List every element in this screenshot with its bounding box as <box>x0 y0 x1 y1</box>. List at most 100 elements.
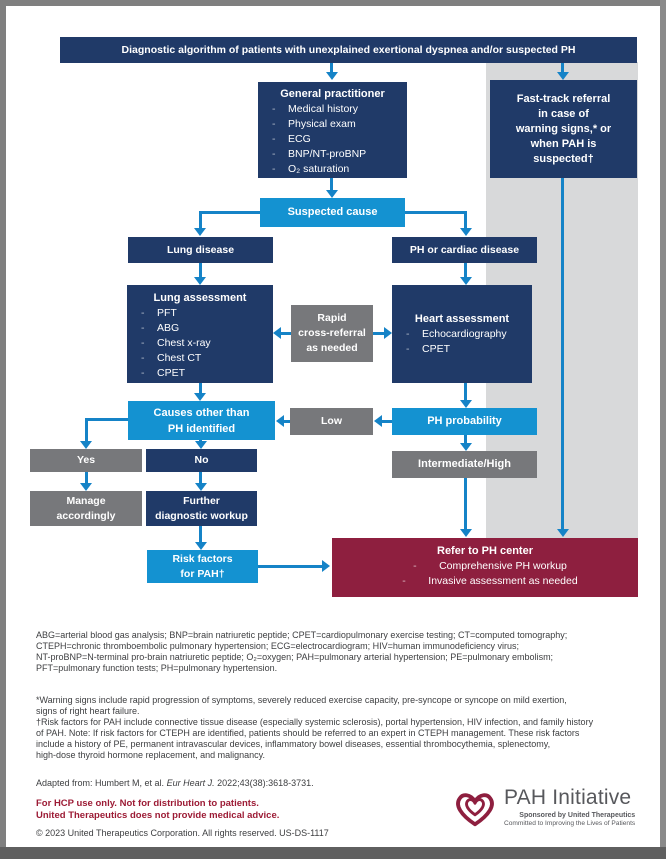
arrow-further-to-risk <box>199 526 202 543</box>
arrowhead-heart-to-probability <box>460 400 472 408</box>
further-diagnostic-workup-box: Further diagnostic workup <box>146 491 257 526</box>
arrowhead-probability-to-intermediate <box>460 443 472 451</box>
bullet-dash: - <box>272 163 276 175</box>
abbreviation-line: NT-proBNP=N-terminal pro-brain natriuret… <box>36 652 554 662</box>
arrowhead-yes-to-manage <box>80 483 92 491</box>
lung-assessment-item: ABG <box>157 322 180 334</box>
gp-item: ECG <box>288 133 311 145</box>
risk-line: include a history of PE, permanent intra… <box>36 739 551 749</box>
branch-suspected-left-drop <box>199 211 202 228</box>
refer-item: Comprehensive PH workup <box>439 560 567 572</box>
arrowhead-to-lung-disease <box>194 228 206 236</box>
bullet-dash: - <box>141 307 145 319</box>
lung-assessment-box: Lung assessment -PFT -ABG -Chest x-ray -… <box>127 285 273 383</box>
gp-item: Physical exam <box>288 118 356 130</box>
bullet-dash: - <box>406 342 410 355</box>
double-heart-icon <box>456 793 494 827</box>
warning-line: *Warning signs include rapid progression… <box>36 695 567 705</box>
fast-track-line: in case of <box>538 107 589 120</box>
yes-box: Yes <box>30 449 142 472</box>
fast-track-line: Fast-track referral <box>516 92 611 105</box>
arrowhead-intermediate-to-refer <box>460 529 472 537</box>
further-line: diagnostic workup <box>155 509 248 522</box>
causes-other-than-ph-box: Causes other than PH identified <box>128 401 275 440</box>
arrowhead-phcardiac-to-heart <box>460 277 472 285</box>
arrow-lungassess-to-causes <box>199 383 202 393</box>
arrowhead-title-to-fasttrack <box>557 72 569 80</box>
ph-cardiac-label: PH or cardiac disease <box>409 243 520 256</box>
branch-suspected-right <box>405 211 466 214</box>
bullet-dash: - <box>402 575 406 587</box>
arrowhead-lungassess-to-causes <box>194 393 206 401</box>
bullet-dash: - <box>272 118 276 130</box>
arrow-yes-to-manage <box>85 472 88 484</box>
arrowhead-to-ph-cardiac <box>460 228 472 236</box>
causes-line: PH identified <box>167 422 236 435</box>
heart-assessment-title: Heart assessment <box>414 312 510 325</box>
intermediate-high-box: Intermediate/High <box>392 451 537 478</box>
lung-assessment-item: Chest x-ray <box>157 337 211 349</box>
bullet-dash: - <box>141 367 145 379</box>
abbreviations-paragraph: ABG=arterial blood gas analysis; BNP=bra… <box>36 630 567 674</box>
bullet-dash: - <box>272 148 276 160</box>
hcp-disclaimer: For HCP use only. Not for distribution t… <box>36 798 279 822</box>
branch-suspected-left <box>200 211 261 214</box>
line-rapid-to-lung <box>281 332 291 335</box>
bullet-dash: - <box>141 352 145 364</box>
title-text: Diagnostic algorithm of patients with un… <box>121 44 576 56</box>
intermediate-high-label: Intermediate/High <box>418 458 511 470</box>
arrowhead-gp-to-suspected <box>326 190 338 198</box>
arrowhead-causes-to-yes <box>80 441 92 449</box>
citation-suffix: 2022;43(38):3618-3731. <box>214 778 314 788</box>
logo-tagline-mission: Committed to Improving the Lives of Pati… <box>504 820 636 827</box>
bullet-dash: - <box>141 322 145 334</box>
risk-line: high-dose thyroid hormone replacement, a… <box>36 750 265 760</box>
arrowhead-risk-to-refer <box>322 560 330 572</box>
title-bar: Diagnostic algorithm of patients with un… <box>60 37 637 63</box>
risk-footnote: †Risk factors for PAH include connective… <box>36 717 593 761</box>
no-box: No <box>146 449 257 472</box>
heart-assessment-item: CPET <box>422 342 451 355</box>
arrowhead-probability-to-low <box>374 415 382 427</box>
arrowhead-further-to-risk <box>195 542 207 550</box>
risk-factors-line: for PAH† <box>180 567 225 580</box>
hcp-line: United Therapeutics does not provide med… <box>36 810 280 821</box>
branch-suspected-right-drop <box>464 211 467 228</box>
line-risk-to-refer <box>258 565 322 568</box>
fast-track-line: warning signs,* or <box>515 122 612 135</box>
risk-line: †Risk factors for PAH include connective… <box>36 717 594 727</box>
fast-track-line: suspected† <box>533 152 594 165</box>
bullet-dash: - <box>141 337 145 349</box>
refer-item: Invasive assessment as needed <box>428 575 578 587</box>
lung-assessment-title: Lung assessment <box>153 292 247 304</box>
arrow-fasttrack-to-refer <box>561 178 564 530</box>
warning-footnote: *Warning signs include rapid progression… <box>36 695 567 717</box>
lung-disease-label: Lung disease <box>166 243 235 256</box>
abbreviation-line: CTEPH=chronic thromboembolic pulmonary h… <box>36 641 519 651</box>
lung-assessment-item: CPET <box>157 367 186 379</box>
ph-probability-box: PH probability <box>392 408 537 435</box>
ph-or-cardiac-disease-box: PH or cardiac disease <box>392 237 537 263</box>
bullet-dash: - <box>413 560 417 572</box>
arrow-heart-to-probability <box>464 383 467 400</box>
arrow-no-to-further <box>199 472 202 484</box>
citation: Adapted from: Humbert M, et al. Eur Hear… <box>36 778 314 789</box>
abbreviation-line: PFT=pulmonary function tests; PH=pulmona… <box>36 663 278 673</box>
hcp-line: For HCP use only. Not for distribution t… <box>36 798 259 809</box>
ph-probability-label: PH probability <box>427 415 502 427</box>
no-label: No <box>194 454 209 466</box>
line-probability-to-low <box>382 420 392 423</box>
abbreviation-line: ABG=arterial blood gas analysis; BNP=bra… <box>36 630 568 640</box>
risk-factors-box: Risk factors for PAH† <box>147 550 258 583</box>
rapid-line: cross-referral <box>298 327 366 339</box>
refer-to-ph-center-box: Refer to PH center -Comprehensive PH wor… <box>332 538 638 597</box>
fast-track-referral-box: Fast-track referral in case of warning s… <box>490 80 637 178</box>
arrow-title-to-gp <box>330 63 333 72</box>
citation-prefix: Adapted from: Humbert M, et al. <box>36 778 167 788</box>
manage-accordingly-box: Manage accordingly <box>30 491 142 526</box>
manage-line: accordingly <box>56 509 116 522</box>
rapid-line: Rapid <box>317 312 347 324</box>
frame-border-bottom <box>0 847 666 859</box>
lung-disease-box: Lung disease <box>128 237 273 263</box>
